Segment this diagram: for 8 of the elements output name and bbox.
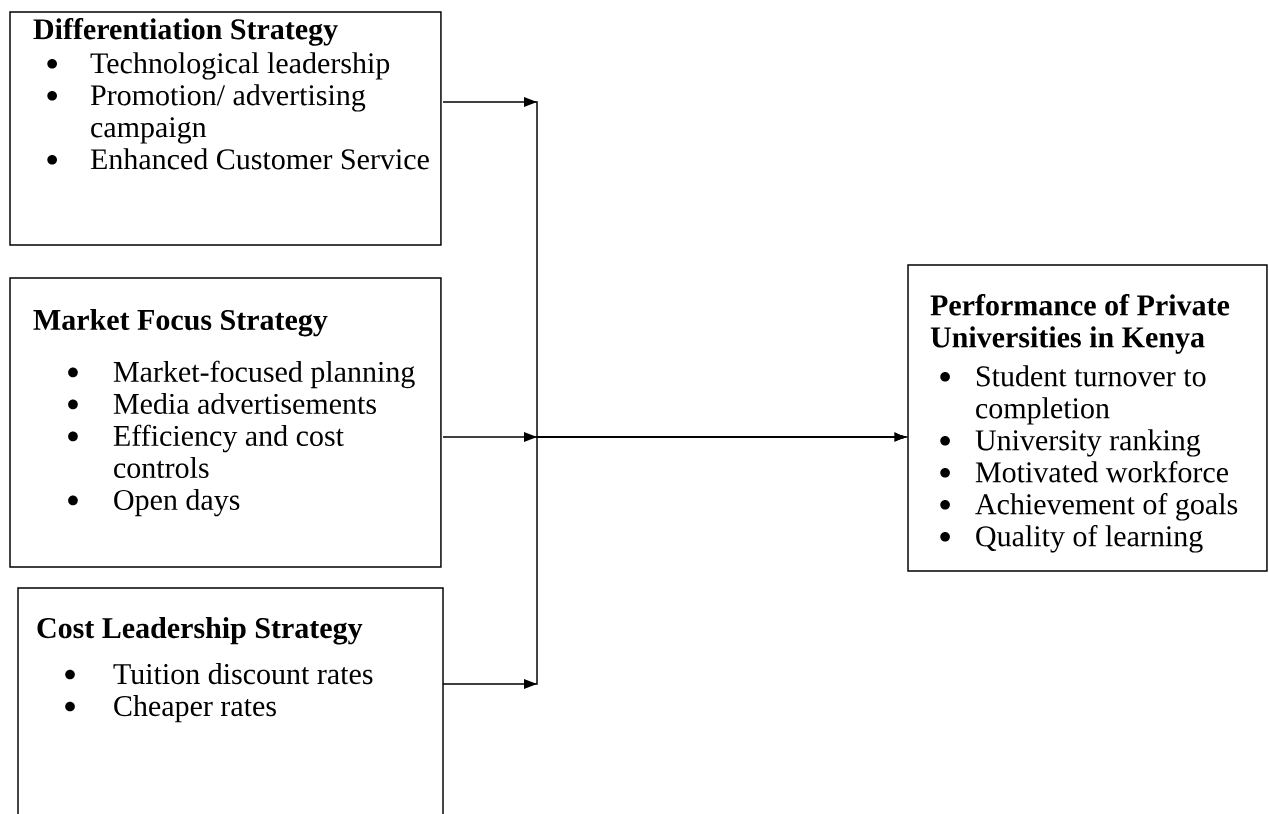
strategy-box: Market Focus Strategy Market-focused planning Media advertisements Efficiency and cost controls Open days xyxy=(9,277,442,568)
strategy-box: Cost Leadership Strategy Tuition discount rates Cheaper rates xyxy=(17,587,444,814)
node-label: Cheaper rates xyxy=(114,695,276,723)
node-label: Tuition discount rates xyxy=(113,663,373,685)
strategy-box: Differentiation Strategy Technological leadership Promotion/ advertising campaign Enhanced Customer Service xyxy=(9,11,442,246)
node-label: Cost Leadership Strategy xyxy=(37,617,363,645)
arrow xyxy=(442,432,906,689)
strategy-box: Performance of Private Universities in Kenya Student turnover to completion University ranking Motivated workforce Achievement of goals Quality of learning xyxy=(907,264,1268,572)
